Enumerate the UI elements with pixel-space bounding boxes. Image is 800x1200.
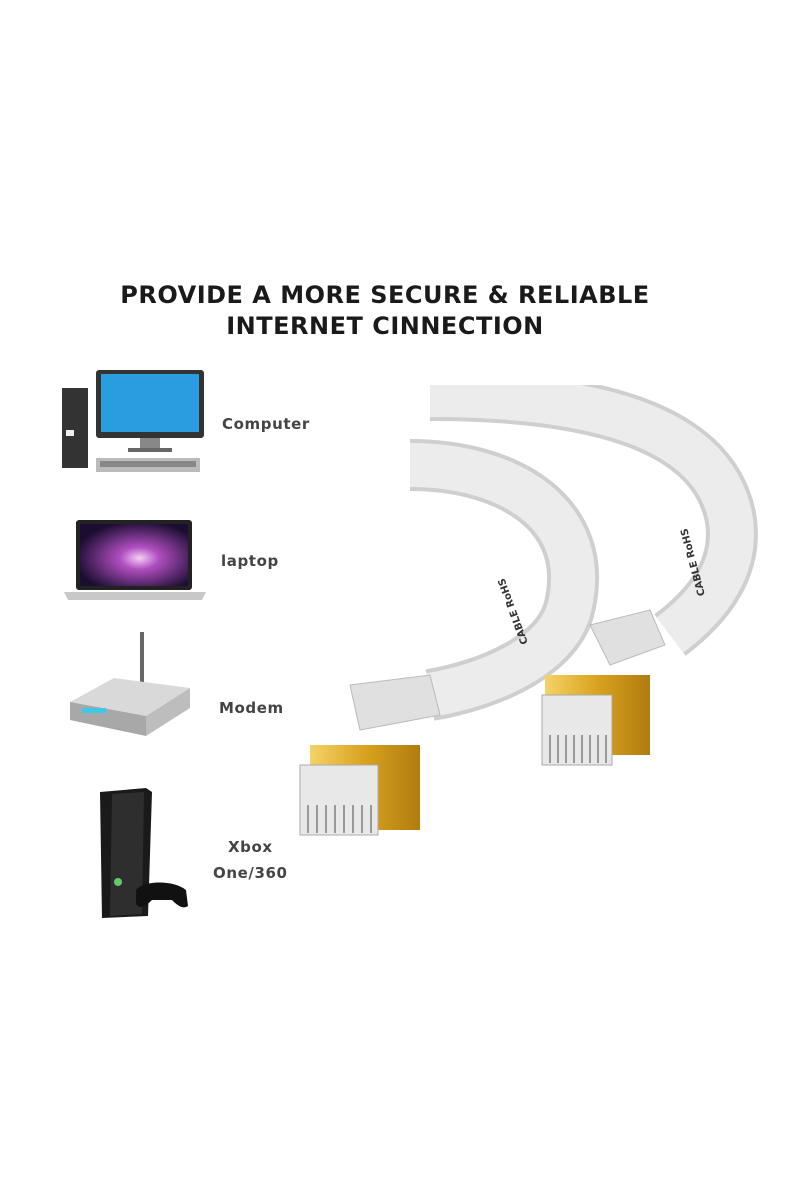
device-label-xbox-line1: Xbox <box>227 838 273 856</box>
rj45-plug-front <box>299 674 441 836</box>
headline-line-2: INTERNET CINNECTION <box>226 312 544 340</box>
game-console-icon <box>100 788 188 918</box>
modem-router-icon <box>70 632 190 736</box>
ethernet-cable-image: CABLE RoHS CABLE RoHS <box>299 385 758 836</box>
headline-line-1: PROVIDE A MORE SECURE & RELIABLE <box>120 281 650 309</box>
device-label-xbox-line2: One/360 <box>213 864 288 882</box>
desktop-computer-icon <box>62 370 204 472</box>
device-label-xbox: Xbox One/360 <box>213 834 288 886</box>
device-label-modem: Modem <box>219 699 284 717</box>
device-label-laptop: laptop <box>221 552 279 570</box>
cable-print-front: CABLE RoHS <box>497 577 531 646</box>
laptop-icon <box>64 520 206 600</box>
rj45-plug-back <box>541 609 666 766</box>
device-label-computer: Computer <box>222 415 310 433</box>
